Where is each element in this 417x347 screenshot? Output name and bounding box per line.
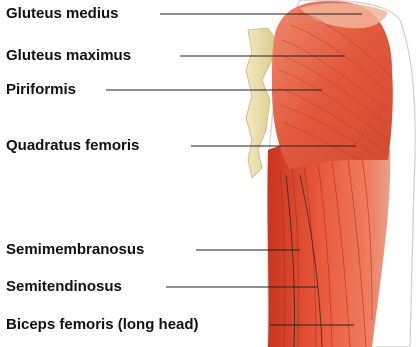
label-biceps-femoris: Biceps femoris (long head) [6, 316, 199, 333]
label-quadratus-femoris: Quadratus femoris [6, 137, 139, 154]
gluteal-mass [272, 1, 393, 170]
label-semimembranosus: Semimembranosus [6, 241, 144, 258]
label-gluteus-maximus: Gluteus maximus [6, 47, 131, 64]
label-piriformis: Piriformis [6, 81, 76, 98]
label-gluteus-medius: Gluteus medius [6, 5, 119, 22]
label-semitendinosus: Semitendinosus [6, 278, 122, 295]
